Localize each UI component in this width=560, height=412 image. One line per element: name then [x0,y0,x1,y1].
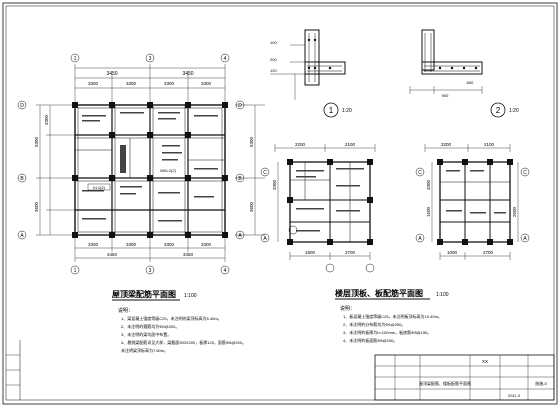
floor-slab-plan-a: 2200 2100 C A 3300 1800 2700 [260,142,376,273]
svg-text:2100: 2100 [345,142,356,147]
roof-beam-plan: 3450 3450 3300 3300 3300 3300 1 3 4 [17,53,265,301]
sheet-frame [2,2,558,405]
svg-text:A: A [238,233,242,239]
svg-text:C: C [263,170,267,176]
svg-text:C: C [418,170,422,176]
svg-text:说明：: 说明： [118,307,133,314]
beam-label-a: KL1(2) [93,185,106,190]
svg-text:600: 600 [467,80,474,85]
svg-text:C: C [523,170,527,176]
dim-bottom-1: 3300 [88,242,99,247]
detail-1: 100 200 120 1 1:20 [270,29,352,118]
dim-bottom-3: 3300 [164,242,175,247]
sheet-inner-frame [5,5,555,401]
svg-text:3200: 3200 [441,142,452,147]
svg-text:D: D [20,103,24,109]
floor-slab-plan-b: 3200 2100 C A C A 3300 1500 2500 1000 27… [415,142,530,260]
dim-top-2: 3450 [182,71,193,77]
dim-left-1: 5300 [34,136,39,147]
svg-text:2700: 2700 [483,250,494,255]
title-block: XX 屋顶梁配筋、楼板配筋平面图 结施-5 2011.3 [374,354,555,401]
note-left-4: 4、悬挑梁配筋详见大样，梁截面300X200，板厚120，面筋Φ8@200。 [121,339,246,345]
detail-2-number: 2 [496,106,501,115]
detail-2-scale: 1:20 [509,108,519,114]
dim-bottom-4: 3300 [201,242,212,247]
beam-label-b: WKL2(2) [160,168,176,173]
dim-top-sub-3: 3300 [164,81,175,86]
note-left-3: 3、未注明的梁均居中布置。 [121,331,171,337]
dim-bottom-total-1: 3450 [107,252,118,257]
svg-text:1000: 1000 [447,250,458,255]
svg-text:3600: 3600 [249,201,254,212]
svg-text:A: A [263,236,267,242]
note-right-2: 2、未注明的分布筋均为Φ6@250。 [343,321,405,327]
dim-top-1: 3450 [106,71,117,77]
svg-text:A: A [418,236,422,242]
svg-text:4: 4 [224,268,227,274]
svg-text:120: 120 [270,68,277,73]
axis-bubbles-side: D B A D B A [17,100,245,240]
svg-text:4: 4 [224,56,227,62]
svg-text:200: 200 [270,57,277,62]
note-right-3: 3、未注明的板厚为h=100mm，板底筋Φ8@150。 [343,329,431,335]
svg-text:2500: 2500 [512,206,517,217]
dim-bottom-2: 3300 [126,242,137,247]
dim-left-2: 3600 [34,201,39,212]
svg-text:2700: 2700 [345,250,356,255]
title-block-drawing-name: 屋顶梁配筋、楼板配筋平面图 [419,380,471,386]
svg-text:B: B [20,176,24,182]
title-block-project: XX [482,359,488,364]
svg-text:2100: 2100 [484,142,495,147]
svg-text:B: B [238,176,242,182]
note-left-2: 2、未注明的箍筋均为Φ6@200。 [121,323,179,329]
dim-bottom-total-2: 3450 [183,252,194,257]
note-left-5: 未注明梁顶标高为7.60m。 [121,347,168,353]
detail-1-number: 1 [329,106,334,115]
note-right-1: 1、板混凝土强度等级C25，未注明板顶标高为19.40m。 [343,313,442,319]
svg-text:900: 900 [442,93,449,98]
dim-top-sub-1: 3300 [88,81,99,86]
title-block-date: 2011.3 [508,393,521,398]
plan-right-title: 楼层顶板、板配筋平面图 [335,288,423,298]
plan-left-scale: 1:100 [184,293,197,299]
svg-text:1: 1 [74,56,77,62]
dim-top-sub-2: 3300 [126,81,137,86]
plan-left-title: 屋顶梁配筋平面图 [112,289,176,299]
svg-text:A: A [20,233,24,239]
svg-text:3300: 3300 [272,179,277,190]
svg-text:A: A [523,236,527,242]
svg-text:5300: 5300 [249,136,254,147]
svg-text:100: 100 [270,40,277,45]
dim-left-0: 3300 [44,114,49,125]
svg-text:2200: 2200 [295,142,306,147]
svg-text:3300: 3300 [426,179,431,190]
svg-text:1800: 1800 [305,250,316,255]
svg-text:1500: 1500 [426,206,431,217]
svg-text:说明：: 说明： [340,305,355,312]
svg-text:D: D [238,103,242,109]
detail-2: 900 600 2 1:20 [409,29,519,118]
notes-left: 说明： 1、梁混凝土强度等级C25，未注明的梁顶标高为5.40m。 2、未注明的… [118,307,246,353]
axis-bubbles-top: 1 3 4 [70,53,230,63]
axis-bubbles-bottom: 1 3 4 [70,265,230,275]
svg-text:1: 1 [74,268,77,274]
svg-text:3: 3 [149,56,152,62]
detail-1-scale: 1:20 [342,108,352,114]
title-block-sheet-no: 结施-5 [535,380,547,386]
svg-text:3: 3 [149,268,152,274]
note-right-4: 4、未注明的板面筋Φ8@150。 [343,337,397,343]
notes-right: 说明： 1、板混凝土强度等级C25，未注明板顶标高为19.40m。 2、未注明的… [340,305,442,343]
dim-top-sub-4: 3300 [201,81,212,86]
note-left-1: 1、梁混凝土强度等级C25，未注明的梁顶标高为5.40m。 [121,315,222,321]
plan-right-scale: 1:100 [436,292,449,298]
